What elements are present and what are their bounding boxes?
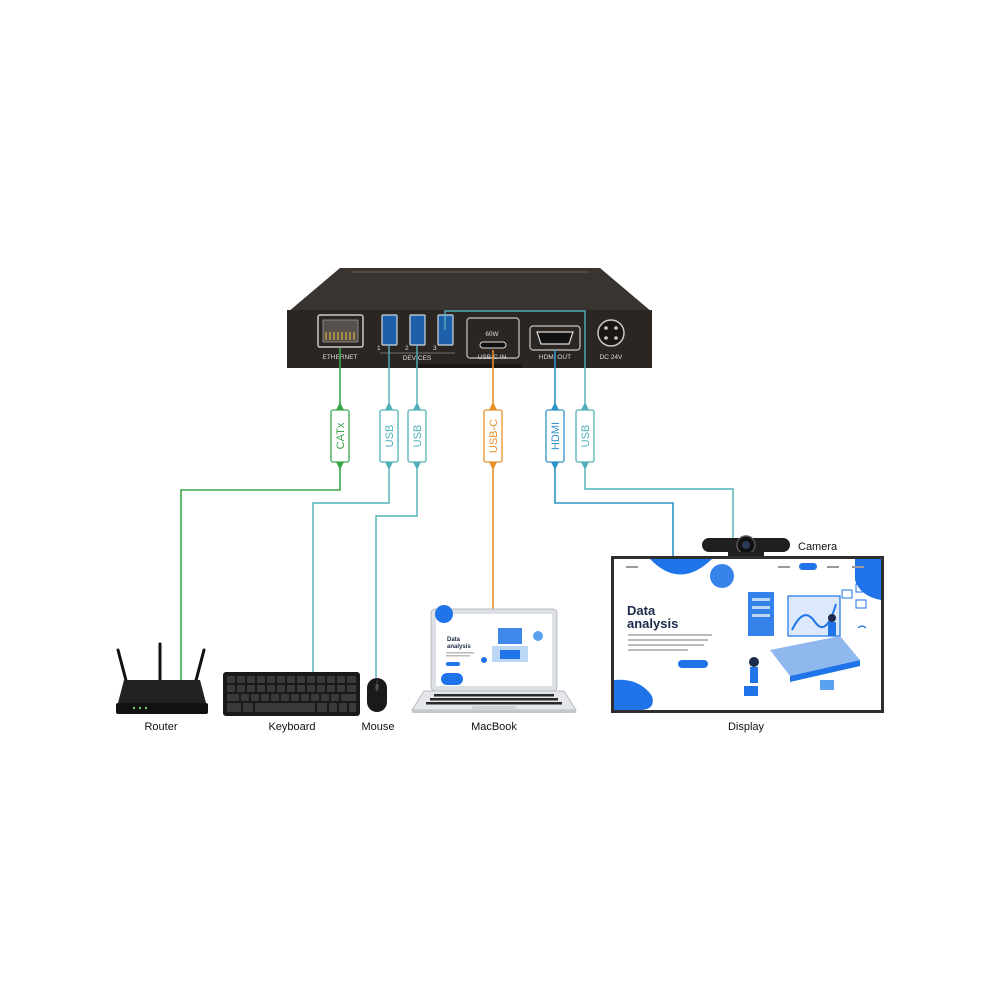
usb-tag-1-label: USB — [384, 425, 396, 448]
hdmi-cable — [554, 350, 674, 556]
display-screen-heading-1: Data — [627, 603, 656, 618]
dc-power-jack — [597, 319, 625, 347]
usb-cable-mouse — [375, 345, 418, 678]
catx-cable — [180, 348, 341, 680]
usbc-tag: USB-C — [483, 409, 503, 463]
router-label: Router — [144, 721, 177, 733]
hdmi-tag-label: HDMI — [550, 422, 562, 450]
macbook-label: MacBook — [471, 721, 517, 733]
usb-tag-1: USB — [379, 409, 399, 463]
usb-device-ports — [381, 314, 454, 346]
catx-tag: CATx — [330, 409, 350, 463]
hdmi-tag: HDMI — [545, 409, 565, 463]
usb-cable-keyboard — [312, 345, 390, 672]
keyboard-label: Keyboard — [268, 721, 315, 733]
display-label: Display — [728, 721, 765, 733]
mouse-label: Mouse — [361, 721, 394, 733]
catx-tag-label: CATx — [335, 422, 347, 449]
keyboard-icon — [223, 672, 360, 716]
device-port-2-label: 2 — [405, 345, 409, 352]
ethernet-port — [317, 314, 364, 348]
usbc-in-label: USB-C IN — [478, 354, 507, 361]
power-rating-label: 60W — [485, 331, 499, 338]
device-port-1-label: 1 — [377, 345, 381, 352]
device-port-3-label: 3 — [433, 345, 437, 352]
dc-label: DC 24V — [600, 354, 623, 361]
router-icon — [116, 642, 208, 714]
hub-top — [288, 268, 652, 312]
usb-tag-2: USB — [407, 409, 427, 463]
macbook-screen-heading-1: Data — [447, 637, 461, 643]
usb-cable-camera — [444, 310, 734, 540]
usb-tag-3: USB — [575, 409, 595, 463]
hub-device: ETHERNET 1 2 3 DEVICES 60W USB-C IN HDMI… — [287, 268, 652, 368]
usbc-in-port — [466, 317, 520, 359]
display-screen-heading-2: analysis — [627, 616, 678, 631]
usbc-tag-label: USB-C — [488, 419, 500, 453]
camera-label: Camera — [798, 541, 838, 553]
usb-tag-3-label: USB — [580, 425, 592, 448]
display-icon: Data analysis — [611, 556, 884, 713]
camera-icon — [702, 535, 790, 556]
macbook-icon: Data analysis — [411, 605, 577, 713]
macbook-screen-heading-2: analysis — [447, 644, 471, 650]
mouse-icon — [367, 678, 387, 712]
usb-tag-2-label: USB — [412, 425, 424, 448]
